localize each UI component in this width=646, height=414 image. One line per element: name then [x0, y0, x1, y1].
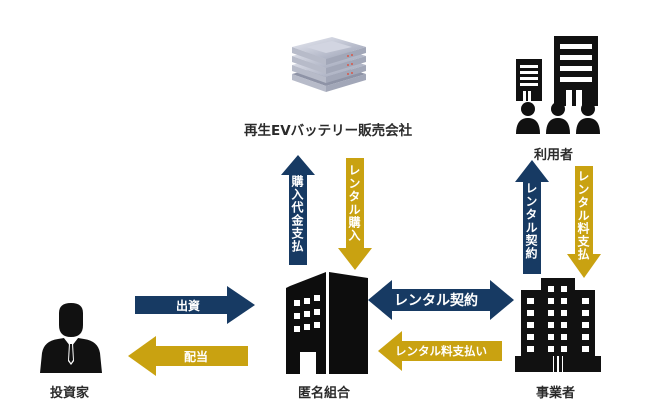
rental-fee-down-label: レンタル料支払: [576, 170, 590, 261]
businessman-icon: [40, 303, 102, 373]
rental-contract-up-arrow: [515, 160, 549, 274]
supplier-label: 再生EVバッテリー販売会社: [244, 123, 413, 139]
rental-fee-down-arrow: [567, 166, 601, 278]
rental-fee-payment-arrow: [378, 331, 502, 371]
investor-label: 投資家: [50, 386, 90, 401]
purchase-payment-arrow: [281, 155, 315, 265]
operator-label: 事業者: [536, 386, 576, 401]
rental-purchase-arrow: [338, 158, 372, 270]
dividend-arrow: [128, 336, 248, 376]
rental-contract-up-label: レンタル契約: [524, 182, 538, 260]
purchase-payment-label: 購入代金支払: [290, 175, 304, 253]
rental-contract-label: レンタル契約: [394, 293, 478, 309]
users-label: 利用者: [534, 148, 574, 163]
investment-arrow: [135, 286, 255, 324]
battery-stack-icon: [292, 37, 366, 92]
rental-fee-payment-label: レンタル料支払い: [395, 344, 487, 358]
investment-label: 出資: [176, 299, 201, 313]
apartment-building-icon: [515, 278, 601, 372]
partnership-label: 匿名組合: [298, 386, 351, 401]
buildings-people-icon: [516, 36, 600, 134]
office-building-icon: [286, 272, 368, 374]
rental-purchase-label: レンタル購入: [347, 164, 361, 242]
rental-contract-arrow: [368, 280, 514, 320]
dividend-label: 配当: [184, 350, 209, 364]
